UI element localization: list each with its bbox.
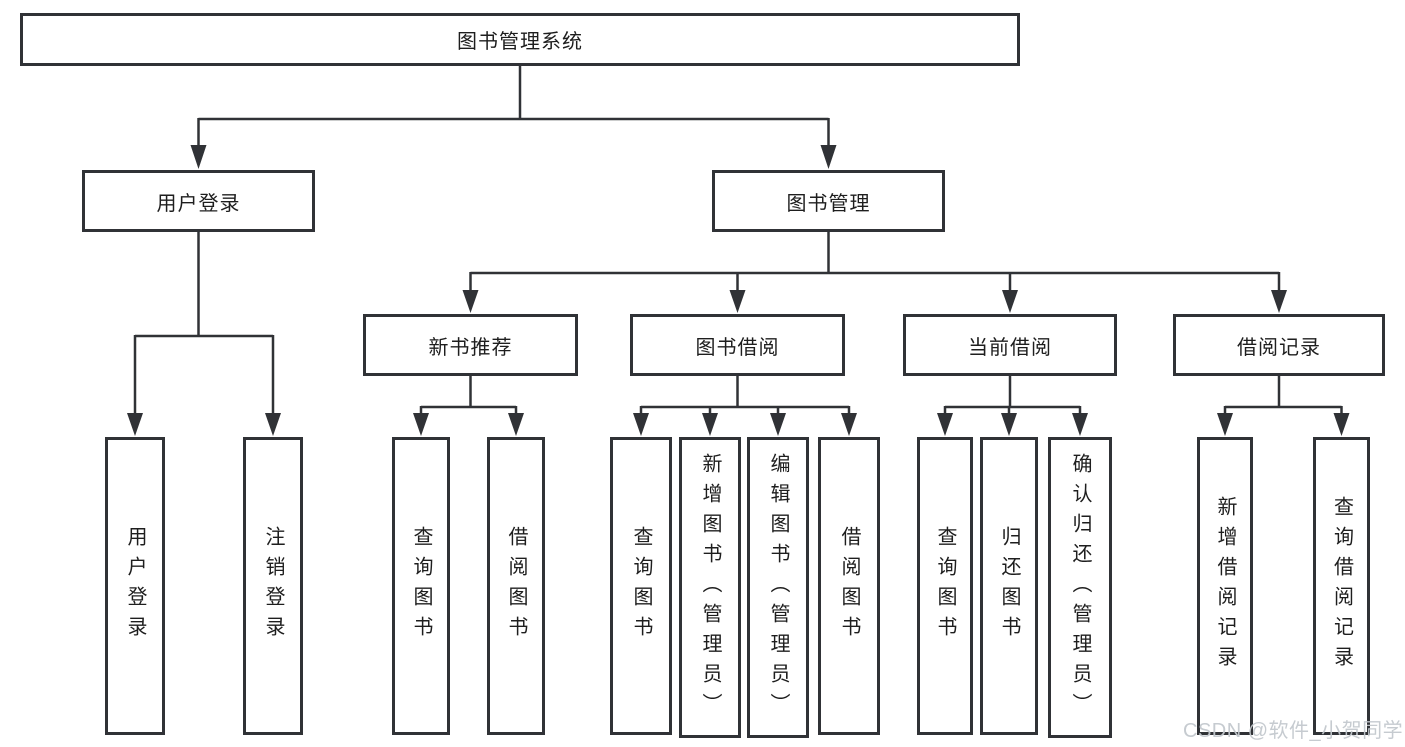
node-leaf-login: 用户登录 bbox=[105, 437, 165, 735]
node-user-login-label: 用户登录 bbox=[156, 192, 241, 215]
branch-book-borrow bbox=[633, 376, 857, 436]
branch-current-borrow bbox=[937, 376, 1088, 436]
node-leaf-cur-confirm: 确认归还（管理员） bbox=[1048, 437, 1112, 738]
node-book-borrow-label: 图书借阅 bbox=[695, 336, 780, 359]
node-leaf-cur-query-label: 查询图书 bbox=[934, 526, 956, 646]
node-new-books-label: 新书推荐 bbox=[428, 336, 513, 359]
node-leaf-bw-edit: 编辑图书（管理员） bbox=[747, 437, 809, 738]
node-leaf-logout-label: 注销登录 bbox=[262, 526, 284, 646]
node-user-login: 用户登录 bbox=[82, 170, 315, 232]
node-leaf-rec-query-label: 查询借阅记录 bbox=[1330, 496, 1353, 676]
node-leaf-bw-add-label: 新增图书（管理员） bbox=[699, 452, 721, 723]
node-current-borrow: 当前借阅 bbox=[903, 314, 1117, 376]
node-borrow-records: 借阅记录 bbox=[1173, 314, 1385, 376]
node-leaf-cur-return-label: 归还图书 bbox=[998, 526, 1020, 646]
node-leaf-rec-query: 查询借阅记录 bbox=[1313, 437, 1370, 735]
node-leaf-bw-query-label: 查询图书 bbox=[630, 526, 652, 646]
node-leaf-cur-return: 归还图书 bbox=[980, 437, 1038, 735]
node-root-label: 图书管理系统 bbox=[457, 31, 583, 53]
node-leaf-logout: 注销登录 bbox=[243, 437, 303, 735]
node-leaf-rec-add-label: 新增借阅记录 bbox=[1214, 496, 1236, 676]
node-current-borrow-label: 当前借阅 bbox=[968, 336, 1052, 359]
node-leaf-cur-query: 查询图书 bbox=[917, 437, 973, 735]
node-leaf-nb-query-label: 查询图书 bbox=[410, 526, 432, 646]
node-leaf-nb-borrow-label: 借阅图书 bbox=[505, 526, 527, 646]
node-borrow-records-label: 借阅记录 bbox=[1237, 336, 1321, 359]
node-leaf-rec-add: 新增借阅记录 bbox=[1197, 437, 1253, 735]
node-leaf-login-label: 用户登录 bbox=[124, 526, 146, 646]
branch-book-mgmt bbox=[462, 232, 1287, 313]
node-book-borrow: 图书借阅 bbox=[630, 314, 845, 376]
watermark: CSDN @软件_小贺同学 bbox=[1183, 720, 1404, 742]
node-leaf-nb-query: 查询图书 bbox=[392, 437, 450, 735]
node-leaf-bw-edit-label: 编辑图书（管理员） bbox=[767, 452, 789, 723]
node-book-mgmt: 图书管理 bbox=[712, 170, 945, 232]
node-leaf-bw-borrow-label: 借阅图书 bbox=[838, 526, 860, 646]
node-root: 图书管理系统 bbox=[20, 13, 1020, 66]
branch-user-login bbox=[127, 232, 281, 436]
node-leaf-nb-borrow: 借阅图书 bbox=[487, 437, 545, 735]
node-new-books: 新书推荐 bbox=[363, 314, 578, 376]
node-leaf-bw-add: 新增图书（管理员） bbox=[679, 437, 741, 738]
node-book-mgmt-label: 图书管理 bbox=[786, 192, 871, 215]
branch-root bbox=[190, 66, 837, 169]
node-leaf-cur-confirm-label: 确认归还（管理员） bbox=[1069, 452, 1091, 723]
node-leaf-bw-query: 查询图书 bbox=[610, 437, 672, 735]
branch-borrow-records bbox=[1217, 376, 1350, 436]
branch-new-books bbox=[413, 376, 524, 436]
node-leaf-bw-borrow: 借阅图书 bbox=[818, 437, 880, 735]
